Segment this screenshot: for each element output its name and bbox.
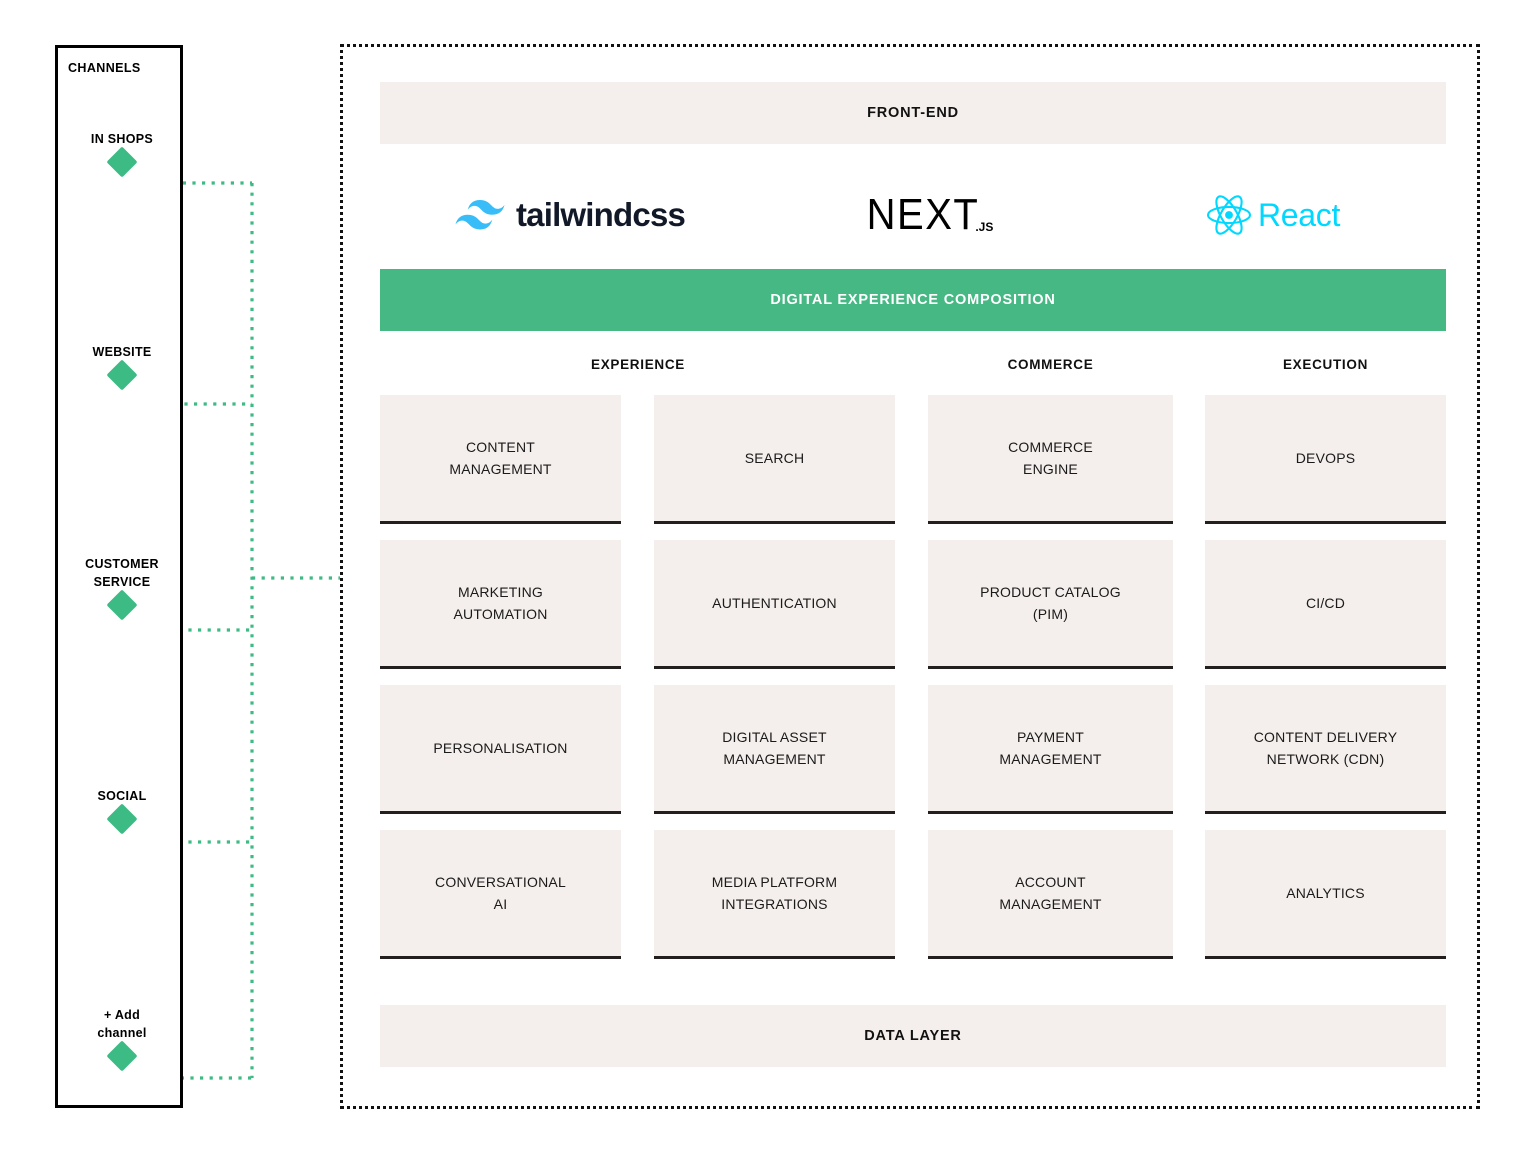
tailwindcss-logo-text: tailwindcss bbox=[515, 196, 686, 233]
channel-label: + Add channel bbox=[97, 1008, 147, 1040]
capability-card-label: AUTHENTICATION bbox=[712, 595, 837, 611]
nextjs-logo-text: NEXT bbox=[866, 190, 980, 239]
diamond-node-icon bbox=[106, 1040, 138, 1072]
capability-card[interactable]: COMMERCE ENGINE bbox=[928, 395, 1173, 524]
tailwind-wave-icon bbox=[455, 200, 505, 230]
capability-card-label: PRODUCT CATALOG (PIM) bbox=[980, 584, 1121, 622]
channel-label: SOCIAL bbox=[97, 789, 147, 803]
capability-row: CONVERSATIONAL AI MEDIA PLATFORM INTEGRA… bbox=[380, 830, 1446, 959]
capability-card[interactable]: CONTENT DELIVERY NETWORK (CDN) bbox=[1205, 685, 1446, 814]
capability-card[interactable]: CONTENT MANAGEMENT bbox=[380, 395, 621, 524]
capability-row: CONTENT MANAGEMENT SEARCH COMMERCE ENGIN… bbox=[380, 395, 1446, 524]
channels-panel-title: CHANNELS bbox=[68, 61, 141, 75]
capability-card-label: PERSONALISATION bbox=[433, 740, 568, 756]
react-logo-text: React bbox=[1257, 196, 1341, 233]
platform-panel: FRONT-END tailwindcss NEXT .JS bbox=[340, 44, 1480, 1109]
capability-card[interactable]: AUTHENTICATION bbox=[654, 540, 895, 669]
capability-card-label: CONTENT MANAGEMENT bbox=[449, 439, 552, 477]
diamond-node-icon bbox=[106, 589, 138, 621]
composition-banner-label: DIGITAL EXPERIENCE COMPOSITION bbox=[770, 292, 1056, 308]
capability-card-label: DEVOPS bbox=[1295, 450, 1356, 466]
capability-card-label: MEDIA PLATFORM INTEGRATIONS bbox=[711, 874, 838, 912]
capability-card[interactable]: ACCOUNT MANAGEMENT bbox=[928, 830, 1173, 959]
capability-card-label: COMMERCE ENGINE bbox=[1008, 439, 1093, 477]
tailwindcss-logo: tailwindcss bbox=[380, 196, 760, 234]
channel-label: WEBSITE bbox=[92, 345, 152, 359]
channel-label: IN SHOPS bbox=[90, 132, 154, 146]
channel-add-channel[interactable]: + Add channel bbox=[58, 1006, 186, 1072]
capability-card[interactable]: PAYMENT MANAGEMENT bbox=[928, 685, 1173, 814]
react-logo: React bbox=[1100, 194, 1446, 236]
column-header-execution: EXECUTION bbox=[1282, 357, 1369, 372]
diamond-node-icon bbox=[106, 803, 138, 835]
capability-card[interactable]: DEVOPS bbox=[1205, 395, 1446, 524]
frontend-bar: FRONT-END bbox=[380, 82, 1446, 144]
capability-card[interactable]: ANALYTICS bbox=[1205, 830, 1446, 959]
capability-card-label: DIGITAL ASSET MANAGEMENT bbox=[722, 729, 827, 767]
channel-website[interactable]: WEBSITE bbox=[58, 343, 186, 391]
digital-experience-composition-banner: DIGITAL EXPERIENCE COMPOSITION bbox=[380, 269, 1446, 331]
nextjs-logo: NEXT .JS bbox=[760, 190, 1100, 239]
capability-card-label: MARKETING AUTOMATION bbox=[453, 584, 548, 622]
capability-grid: CONTENT MANAGEMENT SEARCH COMMERCE ENGIN… bbox=[380, 395, 1446, 973]
react-atom-icon bbox=[1206, 195, 1251, 235]
capability-row: PERSONALISATION DIGITAL ASSET MANAGEMENT… bbox=[380, 685, 1446, 814]
channel-in-shops[interactable]: IN SHOPS bbox=[58, 130, 186, 178]
capability-card-label: CONVERSATIONAL AI bbox=[435, 874, 566, 912]
frontend-tech-logos: tailwindcss NEXT .JS bbox=[380, 167, 1446, 263]
capability-card-label: PAYMENT MANAGEMENT bbox=[999, 729, 1102, 767]
channel-customer-service[interactable]: CUSTOMER SERVICE bbox=[58, 555, 186, 621]
data-layer-bar: DATA LAYER bbox=[380, 1005, 1446, 1067]
capability-card-label: ACCOUNT MANAGEMENT bbox=[999, 874, 1102, 912]
capability-row: MARKETING AUTOMATION AUTHENTICATION PROD… bbox=[380, 540, 1446, 669]
capability-card[interactable]: CI/CD bbox=[1205, 540, 1446, 669]
capability-card[interactable]: SEARCH bbox=[654, 395, 895, 524]
channel-label: CUSTOMER SERVICE bbox=[85, 557, 159, 589]
capability-card-label: ANALYTICS bbox=[1286, 885, 1365, 901]
capability-card-label: CI/CD bbox=[1305, 595, 1346, 611]
capability-card-label: SEARCH bbox=[744, 450, 805, 466]
capability-card[interactable]: MARKETING AUTOMATION bbox=[380, 540, 621, 669]
capability-card[interactable]: PRODUCT CATALOG (PIM) bbox=[928, 540, 1173, 669]
column-header-commerce: COMMERCE bbox=[1007, 357, 1094, 372]
capability-card[interactable]: PERSONALISATION bbox=[380, 685, 621, 814]
capability-column-headers: EXPERIENCE COMMERCE EXECUTION bbox=[380, 357, 1446, 379]
data-layer-bar-label: DATA LAYER bbox=[864, 1028, 962, 1044]
frontend-bar-label: FRONT-END bbox=[867, 105, 959, 121]
diamond-node-icon bbox=[106, 146, 138, 178]
capability-card[interactable]: DIGITAL ASSET MANAGEMENT bbox=[654, 685, 895, 814]
channels-panel: CHANNELS IN SHOPS WEBSITE CUSTOMER SERVI… bbox=[55, 45, 183, 1108]
channel-social[interactable]: SOCIAL bbox=[58, 787, 186, 835]
nextjs-logo-subtext: .JS bbox=[975, 219, 994, 234]
capability-card[interactable]: MEDIA PLATFORM INTEGRATIONS bbox=[654, 830, 895, 959]
capability-card-label: CONTENT DELIVERY NETWORK (CDN) bbox=[1253, 729, 1398, 767]
capability-card[interactable]: CONVERSATIONAL AI bbox=[380, 830, 621, 959]
column-header-experience: EXPERIENCE bbox=[590, 357, 686, 372]
diamond-node-icon bbox=[106, 359, 138, 391]
